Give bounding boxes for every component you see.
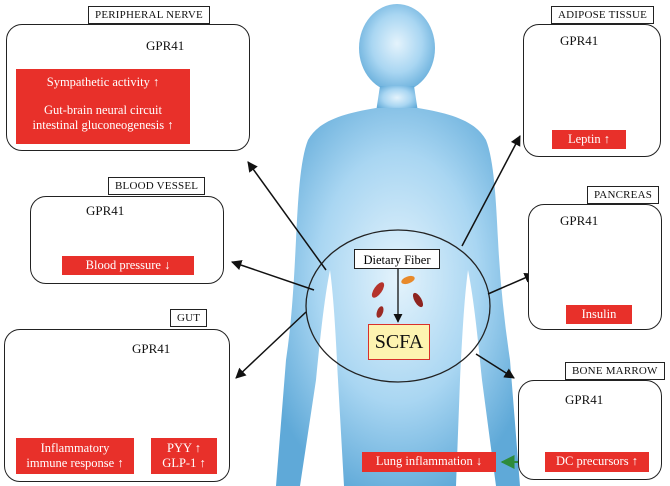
- arrow-to-pancreas: [487, 272, 535, 295]
- scfa-label: SCFA: [368, 324, 430, 360]
- hormone-release-effect: PYY ↑ GLP-1 ↑: [151, 438, 217, 474]
- arrow-to-adipose: [461, 135, 521, 247]
- pancreas-receptor: GPR41: [560, 213, 599, 228]
- bone-marrow-receptor: GPR41: [565, 392, 604, 407]
- gut-brain-circuit-text: Gut-brain neural circuit: [43, 103, 162, 117]
- insulin-effect: Insulin: [566, 305, 632, 324]
- peripheral-nerve-effects: Sympathetic activity ↑ Gut-brain neural …: [16, 69, 190, 144]
- adipose-receptor: GPR41: [560, 33, 599, 48]
- fiber-fragments-icon: [371, 275, 424, 318]
- arrow-to-peripheral-nerve: [247, 161, 327, 271]
- human-body-illustration: [276, 4, 520, 486]
- gut-tag: GUT: [170, 309, 208, 327]
- adipose-tissue-tag: ADIPOSE TISSUE: [551, 6, 655, 24]
- pyy-text: PYY ↑: [167, 441, 201, 455]
- peripheral-nerve-tag: PERIPHERAL NERVE: [88, 6, 210, 24]
- arrow-to-gut: [235, 311, 307, 379]
- bone-marrow-tag: BONE MARROW: [565, 362, 665, 380]
- blood-pressure-effect: Blood pressure ↓: [62, 256, 194, 275]
- sympathetic-activity-text: Sympathetic activity ↑: [46, 75, 160, 89]
- leptin-effect: Leptin ↑: [552, 130, 626, 149]
- inflammatory-text: Inflammatory: [40, 441, 110, 455]
- abdomen-circle: [305, 229, 491, 383]
- arrow-to-blood-vessel: [231, 260, 315, 291]
- arrow-to-bone-marrow: [475, 353, 515, 379]
- inflammatory-response-effect: Inflammatory immune response ↑: [16, 438, 134, 474]
- lung-inflammation-effect: Lung inflammation ↓: [362, 452, 496, 472]
- gluconeogenesis-text: intestinal gluconeogenesis ↑: [32, 118, 174, 132]
- pancreas-tag: PANCREAS: [587, 186, 660, 204]
- dc-precursors-effect: DC precursors ↑: [545, 452, 649, 472]
- gut-receptor: GPR41: [132, 341, 171, 356]
- dietary-fiber-label: Dietary Fiber: [354, 249, 440, 269]
- immune-response-text: immune response ↑: [26, 456, 124, 470]
- blood-vessel-receptor: GPR41: [86, 203, 125, 218]
- blood-vessel-tag: BLOOD VESSEL: [108, 177, 206, 195]
- glp1-text: GLP-1 ↑: [162, 456, 206, 470]
- peripheral-nerve-receptor: GPR41: [146, 38, 185, 53]
